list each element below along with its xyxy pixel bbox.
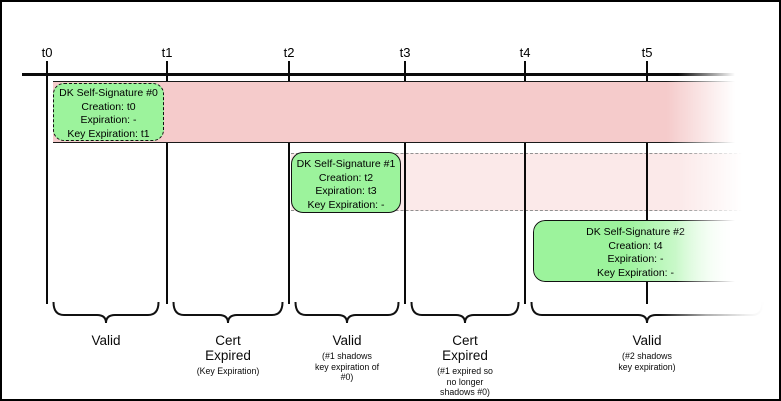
- section-2-note: (#1 shadows key expiration of #0): [314, 351, 380, 382]
- section-label-0: Valid: [31, 333, 181, 351]
- timeline-line-t2: [288, 61, 290, 304]
- timeline-line-t3: [404, 61, 406, 304]
- tick-label-t5: t5: [641, 45, 653, 60]
- section-label-4: Valid (#2 shadows key expiration): [572, 333, 722, 372]
- signature-box-2-expiration: Expiration: -: [607, 253, 664, 265]
- section-3-status: Cert Expired: [442, 333, 488, 363]
- signature-box-0: DK Self-Signature #0 Creation: t0 Expira…: [53, 83, 164, 141]
- timeline-line-t5: [646, 61, 648, 304]
- timeline-line-t1: [166, 61, 168, 304]
- signature-box-1-title: DK Self-Signature #1: [296, 158, 396, 170]
- signature-box-2: DK Self-Signature #2 Creation: t4 Expira…: [533, 220, 737, 282]
- signature-box-1-key-expiration: Key Expiration: -: [307, 198, 385, 211]
- section-1-note: (Key Expiration): [196, 366, 260, 376]
- signature-box-0-creation: Creation: t0: [81, 100, 136, 113]
- brace-section-4: [530, 302, 764, 324]
- section-3-note: (#1 expired so no longer shadows #0): [437, 366, 493, 397]
- signature-box-1-creation: Creation: t2: [318, 171, 374, 184]
- timeline-line-t0: [46, 61, 48, 304]
- brace-section-1: [172, 302, 284, 324]
- timeline-axis: [22, 73, 735, 76]
- section-0-status: Valid: [91, 333, 121, 348]
- section-4-note: (#2 shadows key expiration): [618, 351, 676, 372]
- section-1-status: Cert Expired: [205, 333, 251, 363]
- timeline-line-t4: [524, 61, 526, 304]
- tick-label-t2: t2: [283, 45, 295, 60]
- expired-band-strong: [53, 81, 735, 143]
- brace-section-3: [410, 302, 520, 324]
- section-4-status: Valid: [632, 333, 662, 348]
- section-label-3: Cert Expired (#1 expired so no longer sh…: [390, 333, 540, 398]
- signature-box-1-expiration: Expiration: t3: [315, 185, 377, 197]
- brace-section-0: [52, 302, 160, 324]
- signature-box-0-expiration: Expiration: -: [80, 114, 137, 126]
- section-2-status: Valid: [332, 333, 362, 348]
- tick-label-t1: t1: [161, 45, 173, 60]
- tick-label-t3: t3: [399, 45, 411, 60]
- brace-section-2: [294, 302, 400, 324]
- section-label-1: Cert Expired (Key Expiration): [153, 333, 303, 377]
- signature-box-0-title: DK Self-Signature #0: [59, 87, 158, 99]
- signature-box-2-key-expiration: Key Expiration: -: [596, 266, 675, 279]
- tick-label-t4: t4: [519, 45, 531, 60]
- signature-box-2-creation: Creation: t4: [608, 239, 663, 252]
- signature-box-0-key-expiration: Key Expiration: t1: [67, 127, 150, 140]
- tick-label-t0: t0: [41, 45, 53, 60]
- signature-box-2-title: DK Self-Signature #2: [586, 226, 685, 238]
- section-label-2: Valid (#1 shadows key expiration of #0): [272, 333, 422, 383]
- signature-box-1: DK Self-Signature #1 Creation: t2 Expira…: [291, 152, 401, 213]
